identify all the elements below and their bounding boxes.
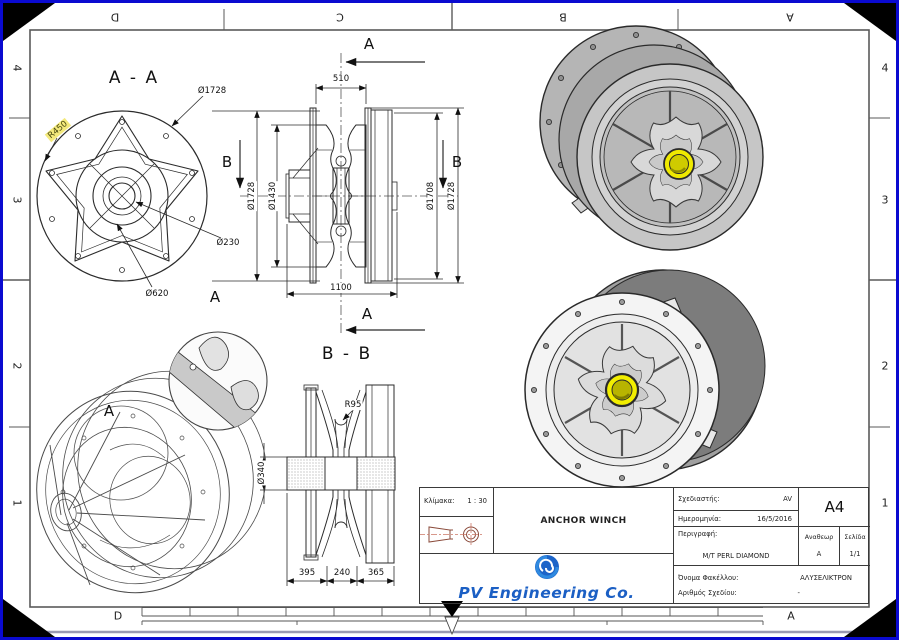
zone-number-right-4: 4 — [881, 61, 889, 75]
dim-bb-groove-radius: R95 — [343, 400, 363, 410]
section-bb-view — [260, 384, 396, 586]
section-cut-a-bottom-label: A — [361, 305, 373, 323]
revision-cell: Αναθεωρ A — [799, 527, 840, 566]
drawing-title-cell: ANCHOR WINCH — [494, 488, 674, 554]
section-aa-title: A - A — [108, 68, 160, 88]
folder-value: ΑΛΥΣΕΛΙΚΤΡΟΝ — [800, 574, 852, 582]
revision-label: Αναθεωρ — [804, 534, 834, 542]
paper-size-cell: A4 — [799, 488, 870, 527]
projection-cell — [420, 517, 494, 554]
date-value: 16/5/2016 — [757, 515, 792, 523]
designer-value: AV — [783, 495, 792, 503]
section-aa-ref-label: A — [209, 288, 221, 306]
render-3d-top — [539, 25, 764, 251]
drawing-linework — [3, 3, 896, 637]
title-block: Κλίμακα: 1 : 30 ANCHOR WINCH PV Engineer… — [419, 487, 870, 605]
zone-letter-bottom-a: A — [787, 609, 795, 623]
zone-letter-top-c: C — [336, 10, 344, 24]
dim-front-inner-width: 510 — [331, 74, 351, 84]
dim-aa-hub-diameter: Ø230 — [215, 238, 241, 248]
date-cell: Ημερομηνία: 16/5/2016 — [674, 511, 799, 527]
dim-front-outer-width: 1100 — [329, 283, 353, 293]
paper-size: A4 — [824, 498, 845, 516]
zone-letter-top-a: A — [786, 10, 794, 24]
description-label: Περιγραφή: — [678, 530, 718, 538]
description-cell: Περιγραφή: M/T PERL DIAMOND — [674, 527, 799, 566]
scale-value: 1 : 30 — [467, 497, 487, 505]
dim-bb-segment-right: 365 — [366, 568, 386, 578]
revision-value: A — [816, 549, 822, 558]
section-cut-b-right-label: B — [451, 153, 463, 171]
detail-a-label: A — [103, 402, 115, 420]
zone-number-right-2: 2 — [881, 359, 889, 373]
page-label: Σελίδα — [844, 534, 866, 542]
dim-front-right-outer-diameter: Ø1728 — [447, 180, 457, 212]
scale-label: Κλίμακα: — [424, 497, 455, 505]
folder-label: Όνομα Φακέλλου: — [678, 574, 739, 582]
page-cell: Σελίδα 1/1 — [840, 527, 870, 566]
drawing-number-label: Αριθμός Σχεδίου: — [678, 589, 737, 597]
dim-aa-outer-diameter: Ø1728 — [196, 86, 228, 96]
dim-aa-mid-diameter: Ø620 — [144, 289, 170, 299]
date-label: Ημερομηνία: — [678, 515, 722, 523]
company-logo-icon — [535, 555, 559, 579]
designer-label: Σχεδιαστής: — [678, 495, 720, 503]
front-view — [240, 53, 464, 335]
section-cut-a-top-label: A — [363, 35, 375, 53]
page-value: 1/1 — [849, 549, 861, 558]
reference-scale-bar — [141, 601, 764, 636]
scale-cell: Κλίμακα: 1 : 30 — [420, 488, 494, 517]
dim-bb-segment-mid: 240 — [332, 568, 352, 578]
zone-number-left-2: 2 — [10, 362, 24, 370]
logo-cell: PV Engineering Co. — [420, 554, 674, 604]
zone-letter-top-b: B — [559, 10, 567, 24]
dim-bb-shaft-diameter: Ø340 — [257, 460, 267, 486]
file-info-cell: Όνομα Φακέλλου: ΑΛΥΣΕΛΙΚΤΡΟΝ Αριθμός Σχε… — [674, 566, 870, 605]
zone-number-left-1: 1 — [10, 499, 24, 507]
drawing-number-value: - — [797, 589, 800, 597]
dim-aa-vertical-diameter: Ø1728 — [247, 180, 257, 212]
zone-number-right-3: 3 — [881, 193, 889, 207]
corner-crop-mark — [3, 3, 896, 637]
projection-symbol-icon — [419, 523, 482, 546]
description-value: M/T PERL DIAMOND — [702, 552, 770, 560]
section-cut-b-left-label: B — [221, 153, 233, 171]
dim-bb-segment-left: 395 — [297, 568, 317, 578]
drawing-title: ANCHOR WINCH — [540, 515, 627, 526]
zone-number-left-4: 4 — [10, 64, 24, 72]
zone-number-left-3: 3 — [10, 196, 24, 204]
render-3d-bottom — [524, 269, 766, 488]
section-bb-title: B - B — [321, 344, 373, 364]
section-aa-view — [36, 95, 320, 288]
zone-letter-bottom-d: D — [113, 609, 123, 623]
iso-wireframe-view — [36, 331, 268, 594]
dim-front-right-inner-diameter: Ø1708 — [426, 180, 436, 212]
company-name: PV Engineering Co. — [458, 584, 635, 602]
designer-cell: Σχεδιαστής: AV — [674, 488, 799, 511]
zone-number-right-1: 1 — [881, 496, 889, 510]
dim-front-left-inner-diameter: Ø1430 — [268, 180, 278, 212]
zone-letter-top-d: D — [110, 10, 120, 24]
